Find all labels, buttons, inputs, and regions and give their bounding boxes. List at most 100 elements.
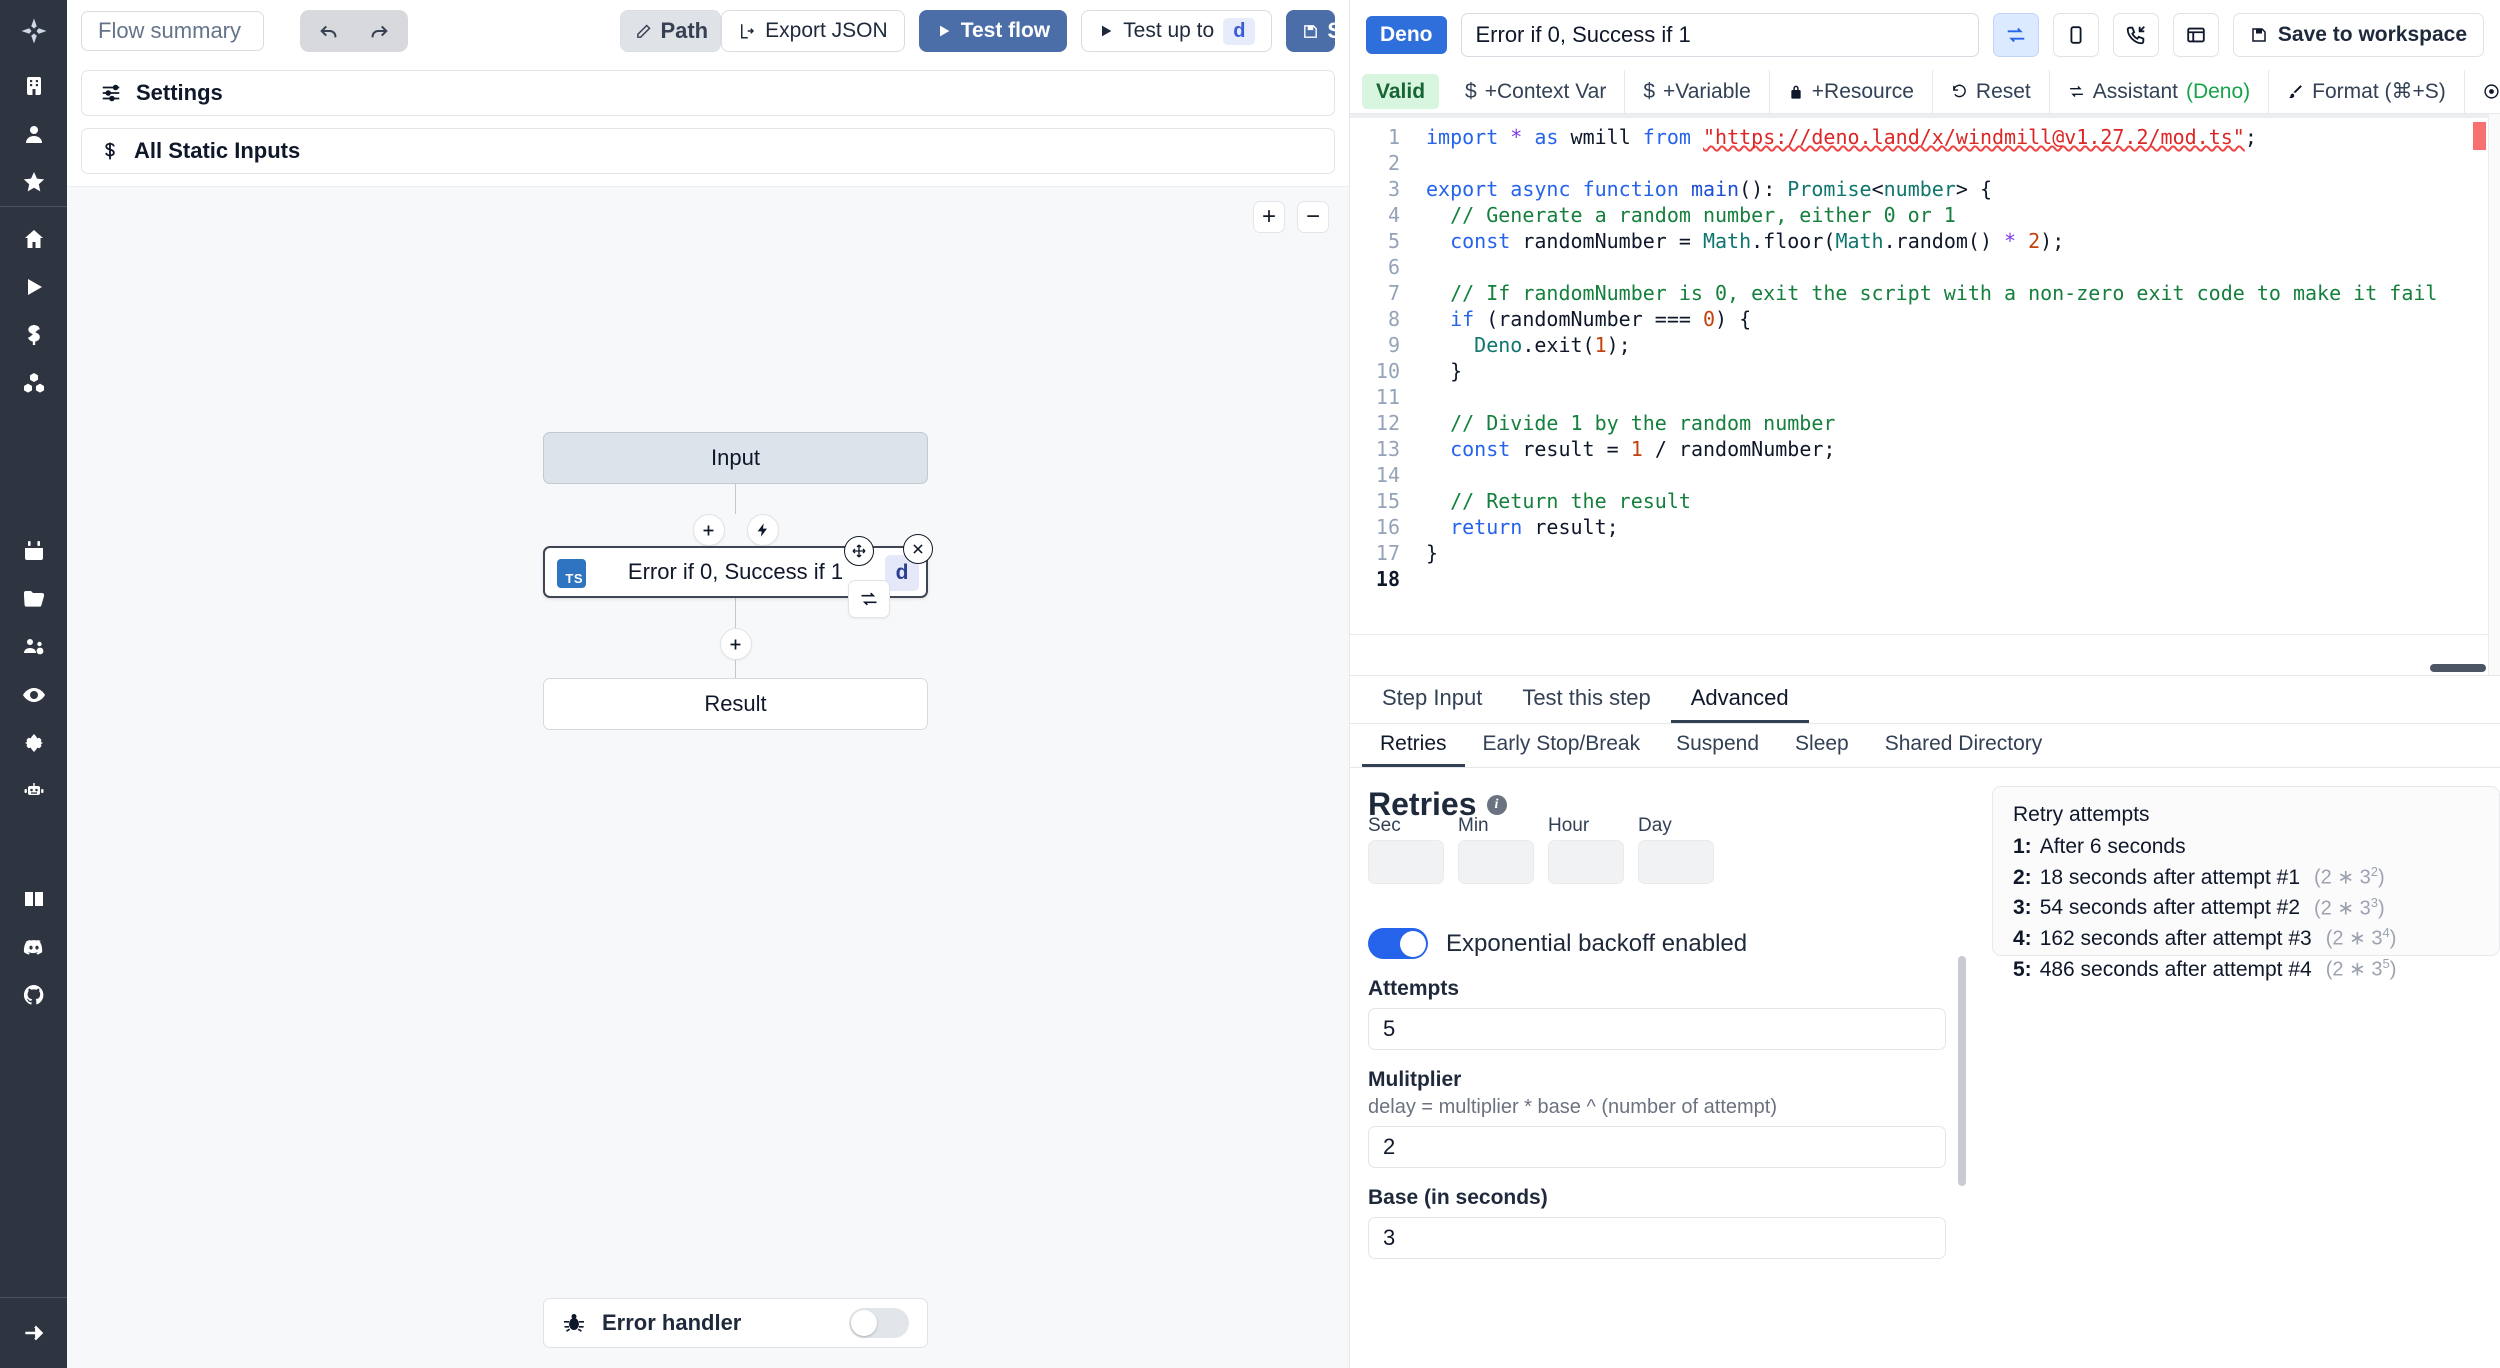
sidebar-item-audit[interactable] bbox=[0, 671, 67, 719]
reset-button[interactable]: Reset bbox=[1933, 70, 2050, 113]
code-line[interactable]: const result = 1 / randomNumber; bbox=[1450, 437, 1836, 461]
zoom-in-button[interactable]: + bbox=[1253, 201, 1285, 233]
attempts-input[interactable]: 5 bbox=[1368, 1008, 1946, 1050]
sidebar-item-settings[interactable] bbox=[0, 719, 67, 767]
add-context-var-button[interactable]: $ +Context Var bbox=[1447, 70, 1626, 113]
code-line[interactable] bbox=[1426, 462, 2500, 488]
add-trigger-icon[interactable] bbox=[746, 514, 779, 546]
code-line[interactable] bbox=[1426, 384, 2500, 410]
retry-unit-input[interactable] bbox=[1638, 840, 1714, 884]
code-line[interactable]: } bbox=[1426, 359, 1463, 383]
flow-node-result[interactable]: Result bbox=[543, 678, 928, 730]
move-handle-icon[interactable] bbox=[844, 536, 874, 566]
multiplier-input[interactable]: 2 bbox=[1368, 1126, 1946, 1168]
code-line[interactable]: export async function main(): Promise<nu… bbox=[1426, 177, 1992, 201]
add-step-icon[interactable] bbox=[719, 628, 752, 660]
editor-scrollbar[interactable] bbox=[2488, 114, 2500, 675]
exponential-backoff-toggle[interactable] bbox=[1368, 928, 1428, 959]
export-json-button[interactable]: Export JSON bbox=[721, 10, 905, 52]
code-line[interactable] bbox=[1426, 150, 2500, 176]
edge-step-to-result bbox=[735, 598, 736, 628]
flow-node-step[interactable]: TS Error if 0, Success if 1 d bbox=[543, 534, 933, 618]
redo-button[interactable] bbox=[354, 13, 404, 49]
code-line[interactable]: // Generate a random number, either 0 or… bbox=[1450, 203, 1956, 227]
all-static-inputs-row[interactable]: All Static Inputs bbox=[81, 128, 1335, 174]
subtab-shared-directory[interactable]: Shared Directory bbox=[1884, 732, 2043, 755]
explore-other-scripts-button[interactable]: Explore other s bbox=[2465, 70, 2500, 113]
sidebar-item-groups[interactable] bbox=[0, 623, 67, 671]
sidebar-item-home[interactable] bbox=[0, 215, 67, 263]
save-button[interactable]: Save bbox=[1286, 10, 1335, 52]
flow-canvas[interactable]: + − Input TS Error if 0 bbox=[67, 186, 1349, 1368]
zoom-out-button[interactable]: − bbox=[1297, 201, 1329, 233]
code-line[interactable] bbox=[1426, 566, 2500, 592]
tab-test-this-step[interactable]: Test this step bbox=[1522, 685, 1651, 710]
editor-horizontal-scrollbar[interactable] bbox=[2430, 664, 2486, 672]
sidebar-item-runs[interactable] bbox=[0, 263, 67, 311]
retry-unit-input[interactable] bbox=[1368, 840, 1444, 884]
line-number: 17 bbox=[1375, 541, 1400, 565]
tab-advanced[interactable]: Advanced bbox=[1670, 676, 1809, 723]
code-line[interactable]: } bbox=[1426, 541, 1439, 565]
code-lines[interactable]: import * as wmill from "https://deno.lan… bbox=[1412, 124, 2500, 592]
retry-attempt-row: 5:486 seconds after attempt #4(2 ∗ 35) bbox=[2013, 956, 2479, 982]
code-line[interactable] bbox=[1426, 254, 2500, 280]
code-line[interactable]: // Divide 1 by the random number bbox=[1450, 411, 1836, 435]
path-label-chip[interactable]: Path bbox=[621, 11, 721, 51]
retries-column-scrollbar[interactable] bbox=[1958, 956, 1966, 1186]
subtab-sleep[interactable]: Sleep bbox=[1795, 732, 1849, 755]
retry-icon[interactable] bbox=[848, 580, 890, 618]
test-flow-button[interactable]: Test flow bbox=[918, 10, 1068, 52]
base-input[interactable]: 3 bbox=[1368, 1217, 1946, 1259]
sidebar-expand-toggle[interactable] bbox=[0, 1298, 67, 1368]
sidebar-item-docs[interactable] bbox=[0, 875, 67, 923]
retry-icon[interactable] bbox=[1992, 13, 2039, 57]
subtab-suspend[interactable]: Suspend bbox=[1676, 732, 1760, 755]
phone-incoming-icon[interactable] bbox=[2112, 13, 2159, 57]
subtab-early-stop-break[interactable]: Early Stop/Break bbox=[1482, 732, 1641, 755]
add-variable-button[interactable]: $ +Variable bbox=[1625, 70, 1770, 113]
sidebar-item-variables[interactable] bbox=[0, 311, 67, 359]
save-to-workspace-button[interactable]: Save to workspace bbox=[2232, 13, 2484, 57]
code-line[interactable]: return result; bbox=[1450, 515, 1619, 539]
panel-icon[interactable] bbox=[2172, 13, 2219, 57]
flow-summary-input[interactable]: Flow summary bbox=[81, 11, 265, 51]
info-icon[interactable]: i bbox=[1486, 794, 1507, 815]
save-label: Save bbox=[1327, 18, 1335, 43]
code-line[interactable]: if (randomNumber === 0) { bbox=[1450, 307, 1752, 331]
subtab-retries[interactable]: Retries bbox=[1362, 724, 1465, 767]
sidebar-item-github[interactable] bbox=[0, 971, 67, 1019]
script-name-input[interactable]: Error if 0, Success if 1 bbox=[1460, 13, 1979, 57]
sidebar-item-discord[interactable] bbox=[0, 923, 67, 971]
sidebar-item-folders[interactable] bbox=[0, 575, 67, 623]
code-line[interactable]: // If randomNumber is 0, exit the script… bbox=[1450, 281, 2438, 305]
sidebar-item-resources[interactable] bbox=[0, 359, 67, 407]
sidebar-item-star[interactable] bbox=[0, 158, 67, 206]
windmill-logo[interactable] bbox=[0, 0, 67, 62]
code-line[interactable]: const randomNumber = Math.floor(Math.ran… bbox=[1450, 229, 2065, 253]
code-line[interactable]: import * as wmill from "https://deno.lan… bbox=[1426, 125, 2257, 149]
sidebar-item-building[interactable] bbox=[0, 62, 67, 110]
code-line[interactable]: Deno.exit(1); bbox=[1474, 333, 1631, 357]
retry-unit-input[interactable] bbox=[1548, 840, 1624, 884]
sidebar-item-user[interactable] bbox=[0, 110, 67, 158]
format-button[interactable]: Format (⌘+S) bbox=[2269, 70, 2465, 113]
undo-button[interactable] bbox=[304, 13, 354, 49]
test-up-to-button[interactable]: Test up to d bbox=[1081, 10, 1273, 52]
add-step-icon[interactable] bbox=[692, 514, 725, 546]
code-line[interactable]: // Return the result bbox=[1450, 489, 1691, 513]
retry-unit-input[interactable] bbox=[1458, 840, 1534, 884]
sidebar-item-schedules[interactable] bbox=[0, 527, 67, 575]
path-field[interactable]: Path u/henri/error_generator bbox=[620, 10, 722, 52]
flow-node-input[interactable]: Input bbox=[543, 432, 928, 484]
add-resource-button[interactable]: +Resource bbox=[1770, 70, 1933, 113]
sidebar-item-workers[interactable] bbox=[0, 767, 67, 815]
tab-step-input[interactable]: Step Input bbox=[1382, 685, 1483, 710]
assistant-button[interactable]: Assistant (Deno) bbox=[2050, 70, 2270, 113]
stop-icon[interactable] bbox=[2052, 13, 2099, 57]
error-handler-toggle[interactable] bbox=[849, 1308, 909, 1338]
close-icon[interactable] bbox=[903, 534, 933, 564]
settings-row[interactable]: Settings bbox=[81, 70, 1335, 116]
